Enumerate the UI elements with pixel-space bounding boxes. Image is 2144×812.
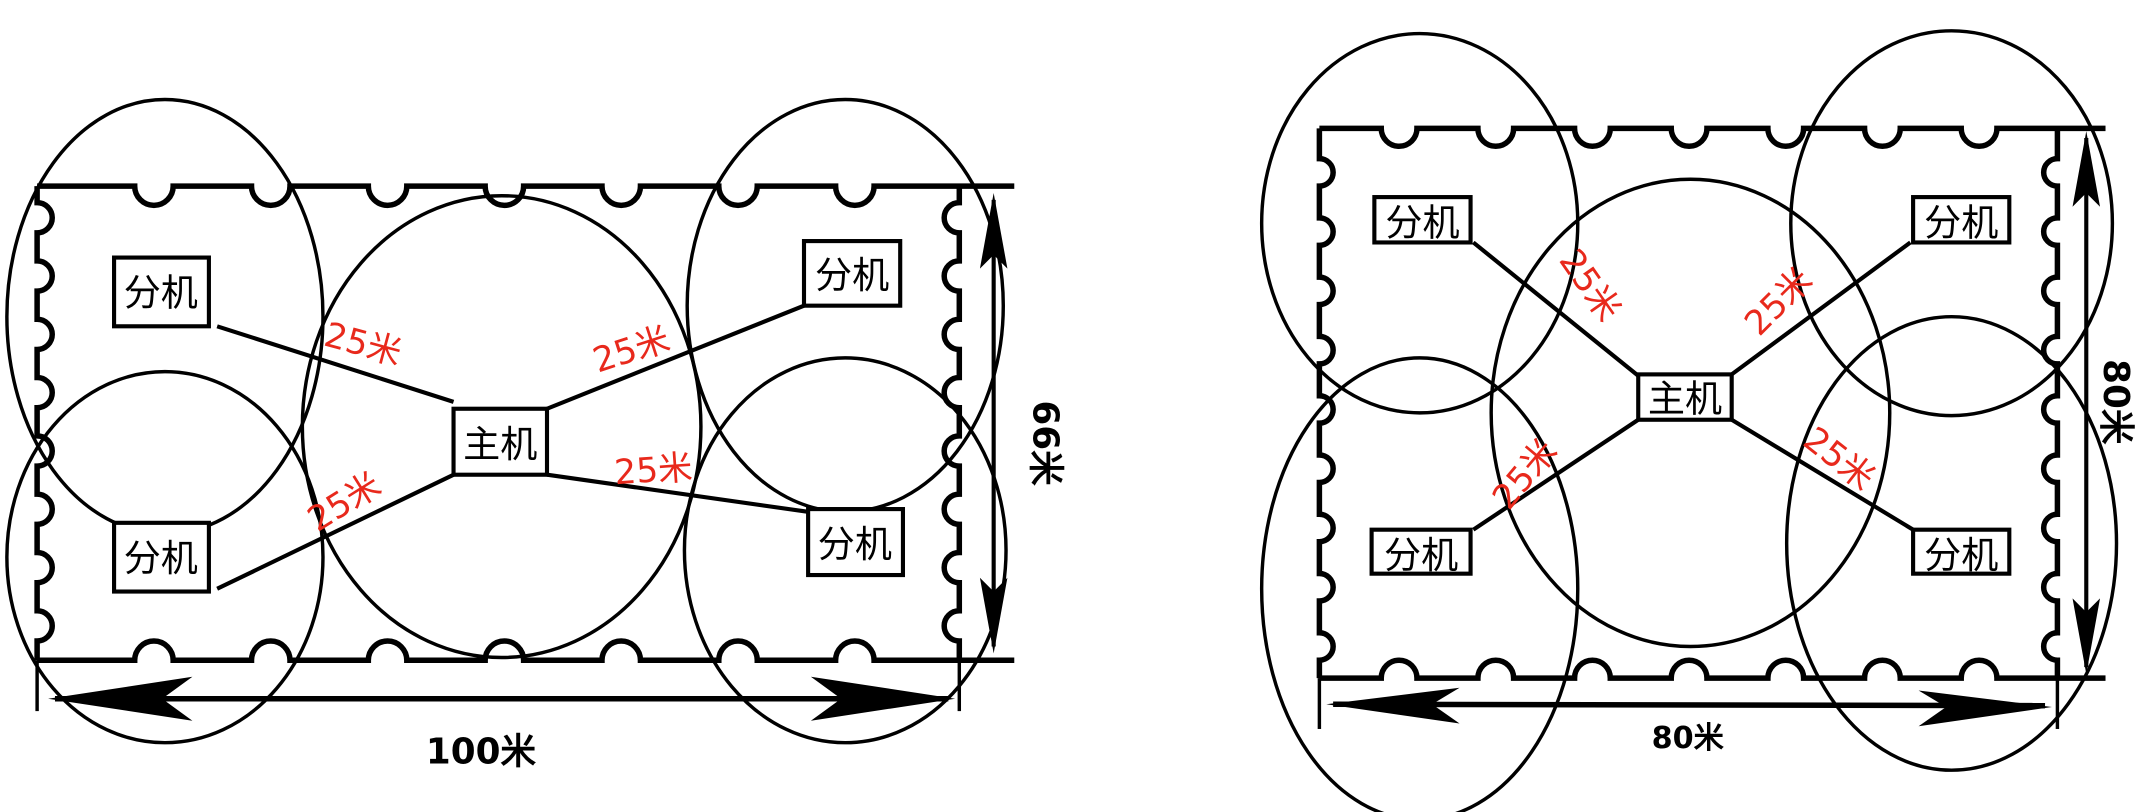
host-box: [1636, 372, 1734, 422]
arrow-left-icon: [1326, 687, 1460, 724]
width-dimension-line: [1333, 701, 2046, 709]
width-label: 100米: [426, 731, 537, 772]
arrow-left-icon: [48, 676, 193, 721]
distance-label: 25米: [1737, 260, 1820, 343]
coverage-ellipse: [1259, 356, 1580, 812]
wall-edge: [34, 186, 55, 661]
diagram-right: 分机 分机 分机 分机 主机 25米 25米 25米 25米 80米 80米: [1259, 29, 2136, 812]
coverage-ellipse: [682, 356, 1008, 745]
coverage-ellipse: [5, 369, 325, 745]
extension-box: [1911, 195, 2012, 245]
arrow-down-icon: [2072, 598, 2101, 674]
extension-label: 分机: [818, 523, 892, 566]
extension-label: 分机: [815, 254, 889, 297]
extension-box: [801, 239, 903, 308]
coverage-ellipse: [300, 194, 703, 660]
arrow-up-icon: [2072, 131, 2101, 207]
wall-edge: [1319, 125, 2106, 149]
extension-label: 分机: [1384, 534, 1458, 577]
wall-edge: [1316, 128, 1336, 679]
extension-label: 分机: [124, 537, 198, 580]
wall-edge: [1319, 657, 2106, 681]
coverage-ellipse: [1259, 31, 1580, 415]
arrow-up-icon: [979, 192, 1008, 269]
link-line: [216, 324, 455, 404]
extension-label: 分机: [1385, 202, 1459, 245]
extension-box: [1369, 527, 1473, 576]
wall-edge: [2040, 128, 2061, 679]
arrow-down-icon: [979, 577, 1008, 654]
host-label: 主机: [1648, 377, 1722, 420]
coverage-ellipse: [1784, 314, 2119, 772]
extension-label: 分机: [124, 272, 198, 315]
link-line: [1730, 240, 1912, 377]
link-line: [546, 303, 805, 411]
link-line: [1472, 418, 1640, 532]
link-line: [1472, 240, 1640, 378]
coverage-ellipse: [1489, 177, 1892, 649]
wall-edge: [37, 638, 1015, 664]
height-label: 66米: [1025, 400, 1066, 486]
link-line: [216, 472, 455, 591]
link-line: [546, 472, 809, 514]
coverage-ellipse: [1789, 29, 2115, 418]
wall-edge: [941, 186, 963, 661]
extension-box: [806, 507, 906, 578]
wall-edge: [37, 183, 1015, 209]
extension-box: [112, 255, 211, 329]
extension-box: [1372, 195, 1473, 245]
link-line: [1730, 417, 1915, 532]
host-label: 主机: [463, 423, 537, 466]
arrow-right-icon: [1918, 690, 2052, 727]
extension-box: [1911, 527, 2012, 576]
extension-label: 分机: [1924, 534, 1998, 577]
width-label: 80米: [1652, 721, 1725, 756]
extension-box: [112, 520, 211, 594]
distance-label: 25米: [613, 448, 694, 493]
height-label: 80米: [2095, 359, 2136, 445]
host-box: [451, 406, 550, 477]
distance-label: 25米: [588, 319, 675, 381]
diagram-left: 分机 分机 分机 分机 主机 25米 25米 25米 25米 66米 100米: [5, 97, 1066, 772]
scalloped-walls: [34, 125, 2106, 681]
arrow-right-icon: [810, 676, 956, 721]
extension-label: 分机: [1924, 202, 1998, 245]
